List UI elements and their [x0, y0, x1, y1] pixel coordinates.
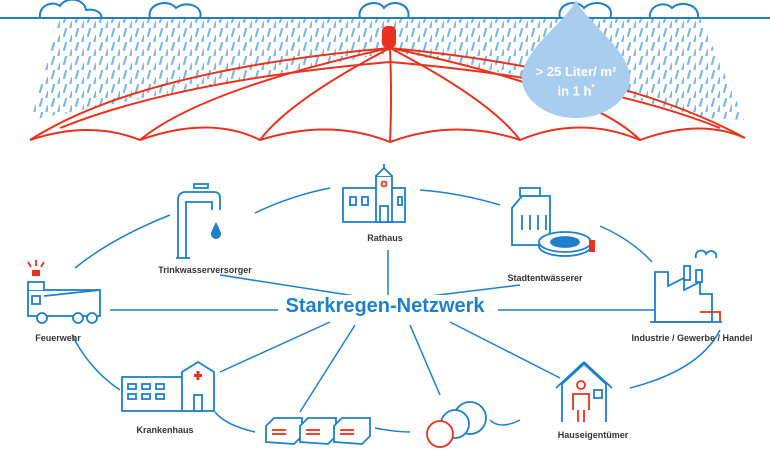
umbrella-icon	[29, 46, 746, 144]
node-label-krankenhaus: Krankenhaus	[136, 425, 194, 435]
node-label-industrie: Industrie / Gewerbe / Handel	[631, 333, 753, 343]
network-connections	[71, 187, 721, 433]
cloud-icon	[148, 2, 202, 19]
node-label-rathaus: Rathaus	[367, 233, 403, 243]
node-label-trinkwasserversorger: Trinkwasserversorger	[158, 265, 252, 275]
network-hub-label: Starkregen-Netzwerk	[280, 295, 490, 318]
overlapping-circles-icon	[426, 401, 487, 448]
hospital-icon	[121, 360, 215, 412]
rain-intensity-line1: > 25 Liter/ m²	[535, 64, 617, 79]
umbrella-tip-icon	[382, 26, 396, 48]
water-drop-icon	[522, 0, 630, 118]
factory-icon	[650, 249, 722, 323]
cloud-icon	[38, 0, 103, 19]
node-label-hauseigentuemer: Hauseigentümer	[557, 430, 629, 440]
cloud-icon	[648, 2, 700, 19]
clouds	[38, 0, 700, 19]
house-owner-icon	[555, 361, 613, 422]
fire-truck-icon	[27, 260, 101, 324]
node-label-stadtentwaesserer: Stadtentwässerer	[507, 273, 583, 283]
node-label-feuerwehr: Feuerwehr	[35, 333, 81, 343]
wastewater-plant-icon	[511, 187, 595, 257]
storage-boxes-icon	[265, 417, 371, 445]
water-tap-icon	[176, 183, 221, 259]
cloud-icon	[358, 2, 410, 19]
rain-intensity-label: > 25 Liter/ m² in 1 h*	[523, 64, 629, 99]
town-hall-icon	[342, 164, 406, 223]
rain-intensity-line2: in 1 h*	[557, 83, 595, 99]
